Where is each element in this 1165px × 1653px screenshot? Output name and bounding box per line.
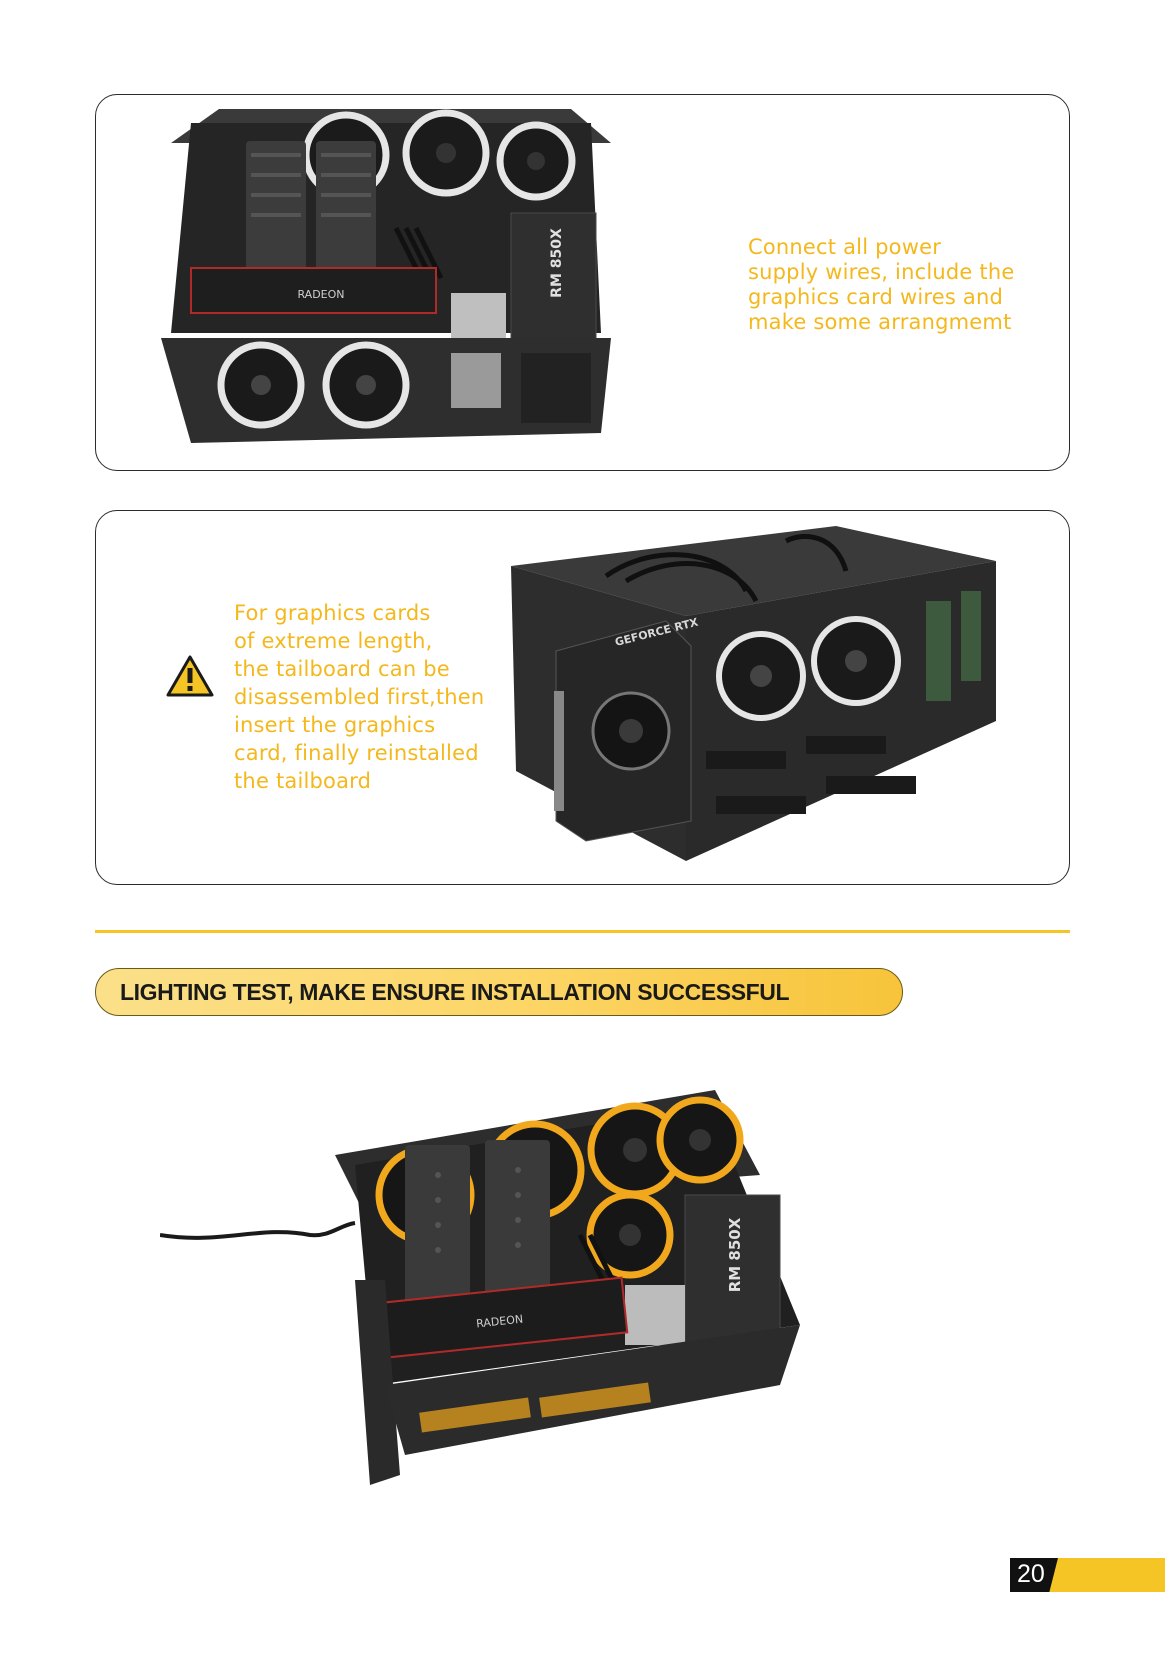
note-line: the tailboard	[234, 769, 372, 793]
note-line: card, finally reinstalled	[234, 741, 479, 765]
gpu-brand-label-3: RADEON	[476, 1313, 524, 1331]
note-line: For graphics cards	[234, 601, 431, 625]
page-number: 20	[1017, 1560, 1045, 1588]
note-line: the tailboard can be	[234, 657, 450, 681]
power-cable	[160, 1221, 356, 1240]
gpu-brand-label: RADEON	[297, 288, 344, 301]
note-line: disassembled first,then	[234, 685, 485, 709]
fan-icon	[656, 1096, 744, 1184]
power-wiring-note: Connect all power supply wires, include …	[748, 235, 1015, 334]
fan-icon	[217, 341, 305, 429]
fan-icon	[586, 1191, 674, 1279]
page-number-tab: 20	[1010, 1558, 1165, 1592]
psu-model-label: RM 850X	[549, 228, 565, 298]
case-photo-gpu-insert: GEFORCE RTX	[506, 521, 1016, 876]
case-photo-wired: RM 850X RADEON	[151, 103, 621, 458]
warning-icon	[166, 655, 214, 697]
case-photo-lighting: RM 850X RADEON	[160, 1085, 860, 1555]
section-divider	[95, 930, 1070, 933]
fan-icon	[811, 616, 901, 706]
note-line: of extreme length,	[234, 629, 433, 653]
fan-icon	[496, 121, 576, 201]
section-banner: LIGHTING TEST, MAKE ENSURE INSTALLATION …	[95, 968, 903, 1016]
note-line: insert the graphics	[234, 713, 436, 737]
instruction-panel-long-gpu: For graphics cards of extreme length, th…	[95, 510, 1070, 885]
instruction-panel-power-wiring: RM 850X RADEON Connect all power supply …	[95, 94, 1070, 471]
long-gpu-note: For graphics cards of extreme length, th…	[234, 599, 494, 795]
fan-icon	[402, 109, 490, 197]
psu-model-label-2: RM 850X	[726, 1217, 744, 1292]
fan-icon	[591, 691, 671, 771]
fan-icon	[716, 631, 806, 721]
fan-icon	[322, 341, 410, 429]
section-title: LIGHTING TEST, MAKE ENSURE INSTALLATION …	[120, 979, 790, 1005]
